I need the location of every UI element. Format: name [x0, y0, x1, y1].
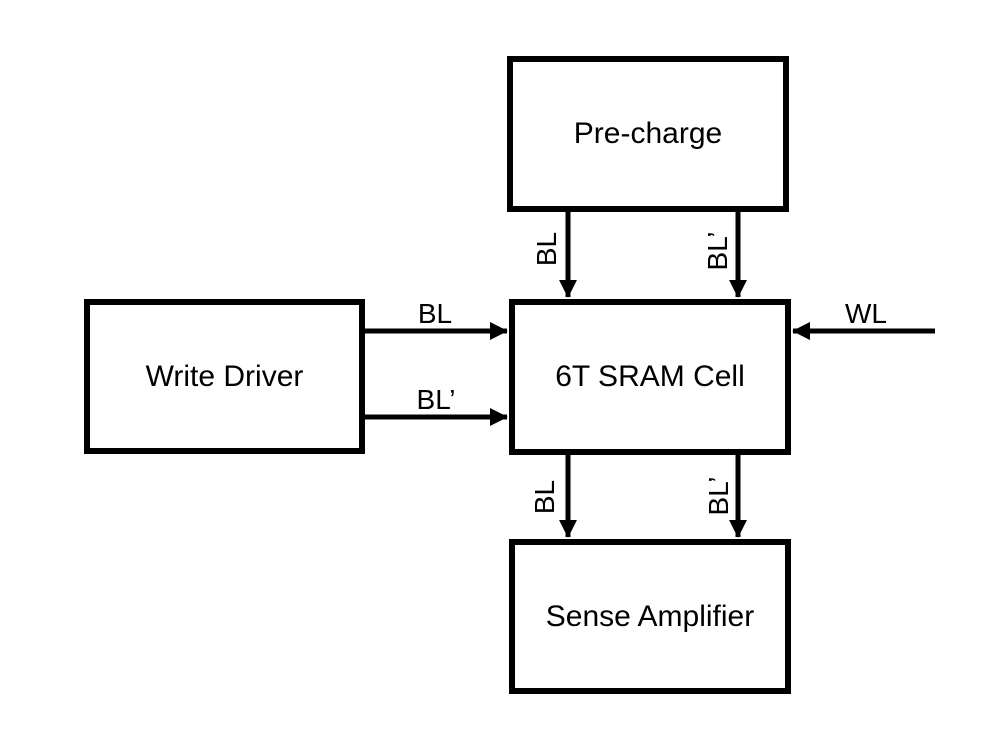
- wire-label-writedriver-blb: BL’: [416, 384, 456, 415]
- wire-label-senseamp-bl: BL: [529, 479, 560, 515]
- wire-label-senseamp-blb: BL’: [703, 476, 734, 516]
- wire-label-writedriver-bl: BL: [417, 298, 453, 329]
- wire-label-wordline: WL: [845, 298, 887, 329]
- sram-cell-block: 6T SRAM Cell: [509, 299, 791, 455]
- write-driver-label: Write Driver: [145, 359, 304, 393]
- sense-amplifier-block: Sense Amplifier: [509, 539, 791, 694]
- wire-label-precharge-bl: BL: [531, 231, 562, 267]
- sram-cell-label: 6T SRAM Cell: [555, 360, 745, 393]
- sense-amplifier-label: Sense Amplifier: [545, 599, 755, 633]
- precharge-label: Pre-charge: [573, 117, 723, 150]
- wire-label-precharge-blb: BL’: [702, 231, 733, 271]
- write-driver-block: Write Driver: [84, 299, 365, 454]
- precharge-block: Pre-charge: [507, 56, 789, 212]
